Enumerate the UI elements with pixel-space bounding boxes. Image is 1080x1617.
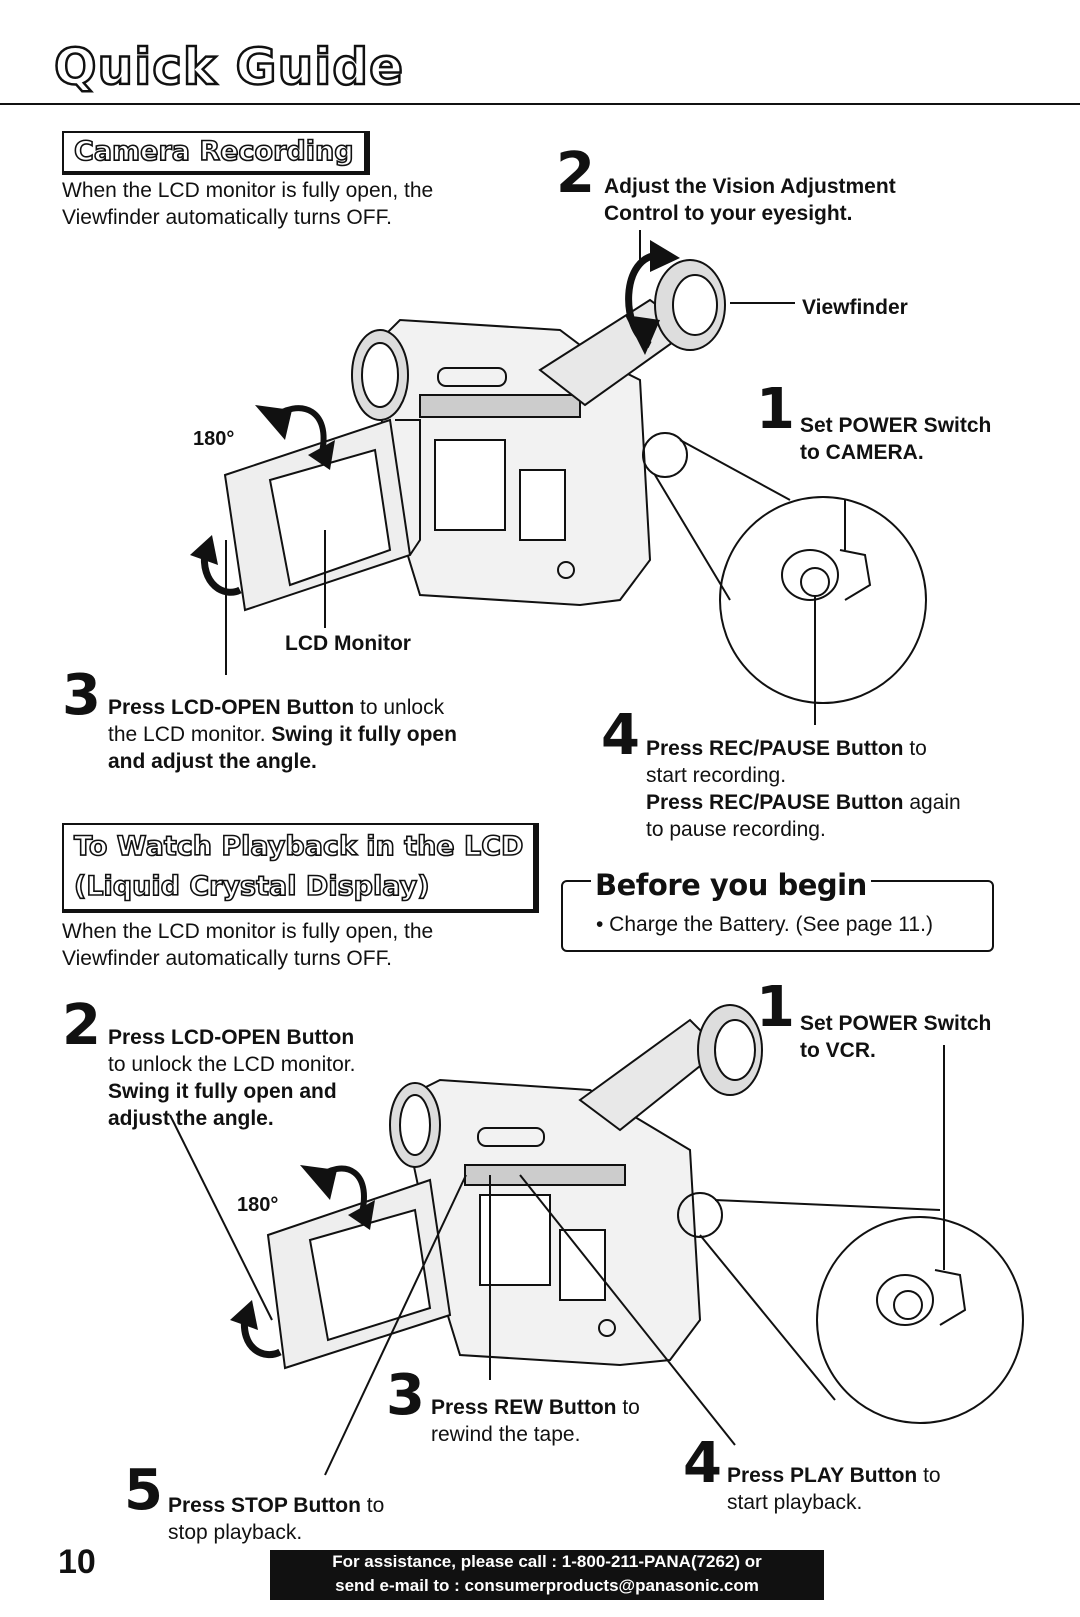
step-line: to VCR.	[800, 1039, 876, 1062]
step-text: to unlock	[354, 696, 445, 719]
pb-switch-camera: CAMERA	[908, 1364, 966, 1379]
pb-angle-90: 90°	[323, 1262, 354, 1284]
intro-line: When the LCD monitor is fully open, the	[62, 920, 434, 943]
playback-heading-line: (Liquid Crystal Display)	[73, 870, 430, 903]
cr-switch-camera: CAMERA	[812, 644, 870, 659]
intro-line: Viewfinder automatically turns OFF.	[62, 206, 392, 229]
step-text: rewind the tape.	[431, 1423, 581, 1446]
cr-step1-text: Set POWER Switch to CAMERA.	[800, 412, 991, 466]
pb-step2-number: 2	[62, 993, 101, 1058]
cr-angle-180: 180°	[193, 428, 235, 450]
cr-switch-vcr: VCR	[746, 620, 774, 635]
playback-heading-line: To Watch Playback in the LCD	[73, 830, 524, 863]
step-text: to	[903, 737, 927, 760]
step-bold: Press STOP Button	[168, 1494, 361, 1517]
step-text: again	[903, 791, 961, 814]
step-text: the LCD monitor.	[108, 723, 272, 746]
step-text: start playback.	[727, 1491, 863, 1514]
cr-step4-text: Press REC/PAUSE Button to start recordin…	[646, 735, 1066, 843]
step-line: Set POWER Switch	[800, 414, 992, 437]
cr-step3-number: 3	[62, 663, 101, 728]
viewfinder-label: Viewfinder	[802, 296, 908, 319]
step-text: to unlock the LCD monitor.	[108, 1053, 356, 1076]
cr-step2-text: Adjust the Vision Adjustment Control to …	[604, 173, 896, 227]
page-number: 10	[58, 1543, 96, 1581]
intro-line: Viewfinder automatically turns OFF.	[62, 947, 392, 970]
step-bold: Press LCD-OPEN Button	[108, 1026, 355, 1049]
step-bold: Press REC/PAUSE Button	[646, 737, 904, 760]
step-bold: Press PLAY Button	[727, 1464, 918, 1487]
intro-line: When the LCD monitor is fully open, the	[62, 179, 434, 202]
assistance-footer: For assistance, please call : 1-800-211-…	[270, 1550, 824, 1600]
pb-switch-vcr: VCR	[843, 1339, 871, 1354]
cr-step2-number: 2	[556, 141, 595, 206]
step-bold: adjust the angle.	[108, 1107, 274, 1130]
step-text: to	[616, 1396, 640, 1419]
pb-step1-text: Set POWER Switch to VCR.	[800, 1010, 991, 1064]
pb-step1-number: 1	[756, 975, 795, 1040]
pb-angle-180: 180°	[237, 1194, 279, 1216]
cr-angle-90: 90°	[286, 498, 317, 520]
pb-step5-text: Press STOP Button to stop playback.	[168, 1492, 384, 1546]
pb-step4-text: Press PLAY Button to start playback.	[727, 1462, 941, 1516]
playback-intro: When the LCD monitor is fully open, the …	[62, 918, 433, 972]
step-line: Adjust the Vision Adjustment	[604, 175, 896, 198]
step-bold: Press REW Button	[431, 1396, 617, 1419]
pb-step3-number: 3	[386, 1363, 425, 1428]
pb-step2-text: Press LCD-OPEN Button to unlock the LCD …	[108, 1024, 355, 1132]
pb-switch-off: OFF	[871, 1361, 897, 1376]
step-text: to pause recording.	[646, 818, 826, 841]
camera-recording-heading: Camera Recording	[62, 131, 370, 175]
cr-step1-number: 1	[756, 377, 795, 442]
step-bold: Swing it fully open	[271, 723, 457, 746]
step-line: to CAMERA.	[800, 441, 924, 464]
page-title: Quick Guide	[53, 37, 405, 98]
pb-step3-text: Press REW Button to rewind the tape.	[431, 1394, 640, 1448]
cr-step3-text: Press LCD-OPEN Button to unlock the LCD …	[108, 694, 538, 775]
lcd-monitor-label: LCD Monitor	[285, 632, 411, 655]
pb-step4-number: 4	[683, 1431, 722, 1496]
playback-heading: To Watch Playback in the LCD (Liquid Cry…	[62, 823, 540, 913]
step-bold: Press LCD-OPEN Button	[108, 696, 355, 719]
footer-line: For assistance, please call : 1-800-211-…	[332, 1552, 762, 1571]
step-bold: Press REC/PAUSE Button	[646, 791, 904, 814]
before-you-begin-item: • Charge the Battery. (See page 11.)	[596, 913, 933, 936]
step-bold: Swing it fully open and	[108, 1080, 337, 1103]
step-text: start recording.	[646, 764, 787, 787]
step-text: to	[360, 1494, 385, 1517]
step-line: Set POWER Switch	[800, 1012, 992, 1035]
cr-step4-number: 4	[601, 703, 640, 768]
before-you-begin-title: Before you begin	[591, 868, 871, 902]
title-rule	[0, 103, 1080, 105]
camera-recording-intro: When the LCD monitor is fully open, the …	[62, 177, 433, 231]
step-text: to	[917, 1464, 941, 1487]
pb-step5-number: 5	[124, 1458, 163, 1523]
footer-line: send e-mail to : consumerproducts@panaso…	[335, 1576, 759, 1595]
step-line: Control to your eyesight.	[604, 202, 853, 225]
cr-switch-off: OFF	[774, 640, 800, 655]
step-bold: and adjust the angle.	[108, 750, 317, 773]
step-text: stop playback.	[168, 1521, 303, 1544]
